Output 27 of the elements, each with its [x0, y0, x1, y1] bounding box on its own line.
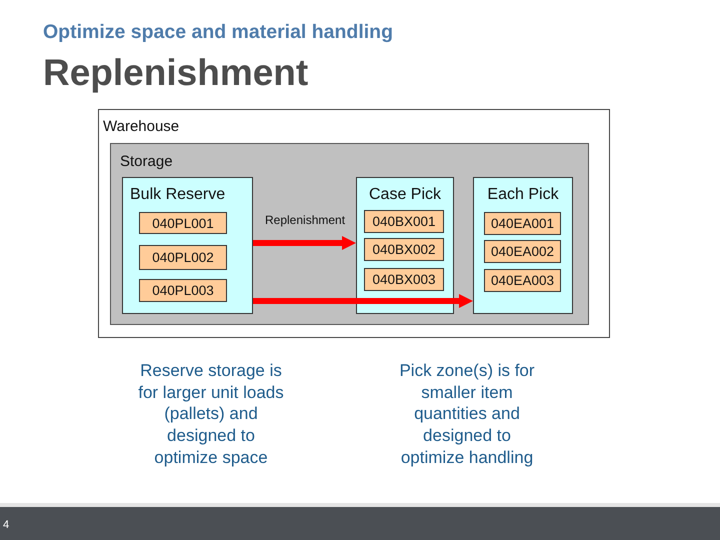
storage-panel	[110, 143, 589, 325]
bin-location: 040PL002	[139, 245, 227, 270]
edge-label: Replenishment	[264, 213, 346, 227]
zone-panel	[122, 177, 253, 314]
bin-location: 040BX003	[364, 268, 444, 291]
panel-heading: Each Pick	[487, 186, 559, 204]
bin-location: 040PL003	[139, 279, 227, 302]
slide-title: Replenishment	[43, 52, 308, 94]
panel-heading: Bulk Reserve	[130, 186, 226, 204]
warehouse-panel	[98, 109, 610, 338]
bin-location: 040BX001	[364, 210, 444, 233]
slide-subtitle: Optimize space and material handling	[43, 21, 394, 44]
zone-panel	[473, 177, 573, 314]
bin-location: 040BX002	[364, 238, 444, 261]
panel-heading: Warehouse	[103, 118, 180, 135]
arrow	[253, 236, 356, 250]
zone-panel	[356, 177, 454, 314]
bin-location: 040EA002	[484, 240, 561, 263]
description-text: Pick zone(s) is for smaller item quantities and designed to optimize handling	[398, 360, 536, 469]
bin-location: 040EA001	[484, 212, 561, 235]
description-text: Reserve storage is for larger unit loads (pallets) and designed to optimize space	[137, 360, 285, 469]
bin-location: 040EA003	[484, 269, 561, 292]
arrow	[253, 294, 473, 308]
page-number: 4	[3, 519, 10, 531]
panel-heading: Storage	[120, 153, 173, 170]
bin-location: 040PL001	[139, 212, 227, 234]
panel-heading: Case Pick	[368, 186, 442, 204]
